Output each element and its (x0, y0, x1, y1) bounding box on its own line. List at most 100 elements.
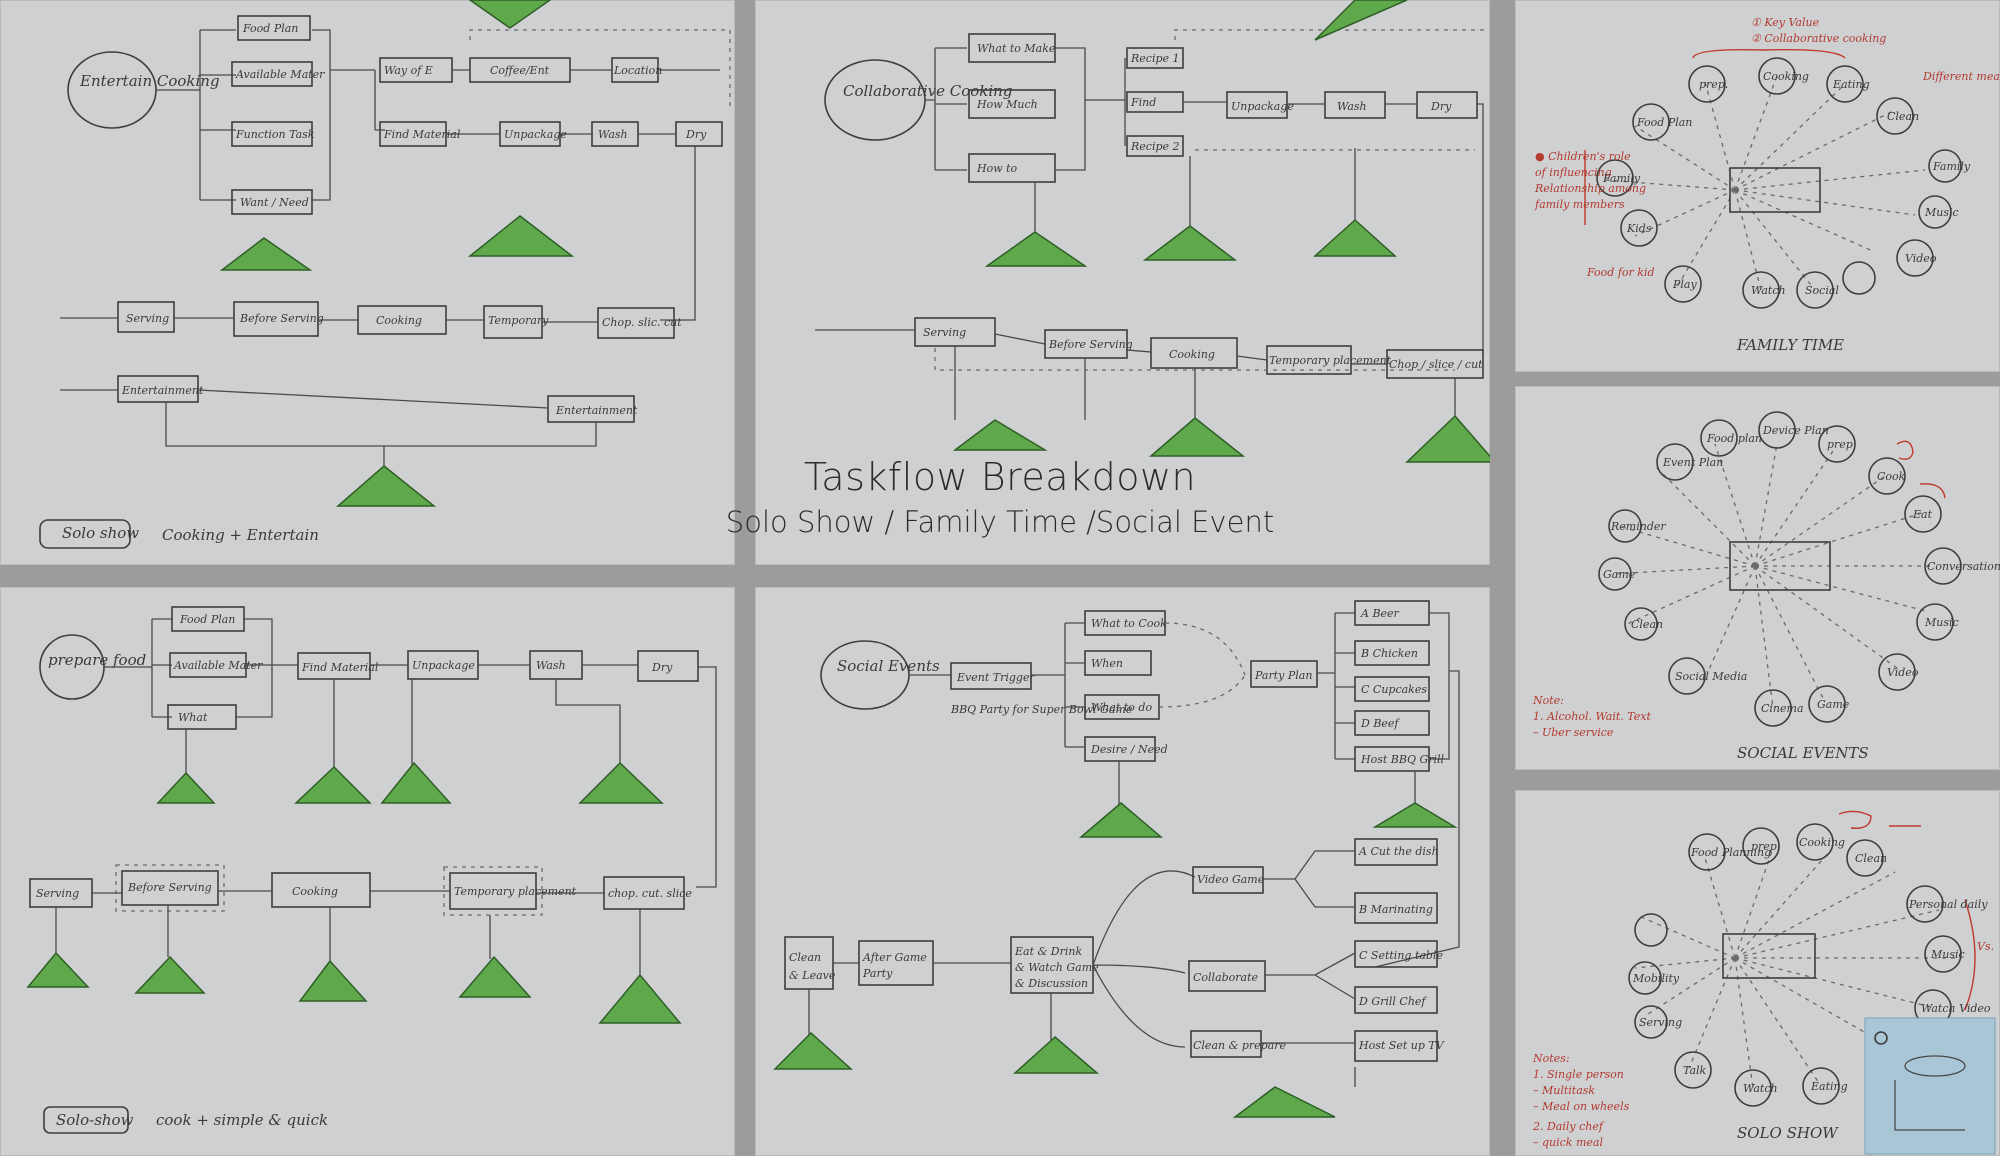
svg-text:Conversation: Conversation (1927, 560, 2000, 573)
svg-text:Serving: Serving (126, 312, 169, 325)
node-center: prepare food (48, 651, 146, 669)
svg-text:Talk: Talk (1683, 1064, 1707, 1077)
svg-text:Temporary: Temporary (488, 314, 549, 327)
footer-note: cook + simple & quick (156, 1111, 328, 1129)
svg-text:Cooking: Cooking (1169, 348, 1215, 361)
svg-text:Game: Game (1817, 698, 1850, 711)
svg-text:Watch: Watch (1743, 1082, 1778, 1095)
svg-text:Reminder: Reminder (1610, 520, 1666, 533)
svg-text:& Watch Game: & Watch Game (1015, 961, 1099, 974)
svg-text:Food for kid: Food for kid (1586, 266, 1655, 279)
svg-text:● Children's role: ● Children's role (1535, 150, 1631, 163)
svg-text:– quick meal: – quick meal (1533, 1136, 1603, 1149)
svg-text:Cooking: Cooking (376, 314, 422, 327)
svg-text:What to Cook: What to Cook (1091, 617, 1167, 630)
svg-text:prep.: prep. (1699, 78, 1728, 91)
svg-text:of influencing: of influencing (1535, 166, 1612, 179)
svg-text:Serving: Serving (1639, 1016, 1682, 1029)
sketch-family-time: ① Key Value ② Collaborative cooking ● Ch… (1534, 16, 2000, 354)
svg-text:Wash: Wash (1337, 100, 1367, 113)
svg-text:prep: prep (1751, 840, 1777, 853)
svg-text:Event Trigger: Event Trigger (956, 671, 1035, 684)
svg-text:Watch: Watch (1751, 284, 1786, 297)
panel-entertain-cooking: Entertain Cooking Solo show Cooking + En… (0, 0, 735, 565)
svg-text:D Grill Chef: D Grill Chef (1358, 995, 1427, 1008)
svg-text:Recipe 2: Recipe 2 (1130, 140, 1180, 153)
svg-text:chop. cut. slice: chop. cut. slice (608, 887, 692, 900)
svg-text:Cinema: Cinema (1761, 702, 1804, 715)
svg-text:Food Plan: Food Plan (242, 22, 298, 35)
svg-text:A Cut the dish: A Cut the dish (1358, 845, 1439, 858)
panel-collaborative-cooking: Collaborative Cooking What to Make How M… (755, 0, 1490, 565)
svg-text:Music: Music (1924, 616, 1959, 629)
svg-text:How to: How to (976, 162, 1018, 175)
svg-text:Cooking: Cooking (292, 885, 338, 898)
svg-text:Food plan: Food plan (1706, 432, 1762, 445)
svg-text:prep: prep (1827, 438, 1853, 451)
svg-text:Party: Party (862, 967, 893, 980)
svg-text:Collaborate: Collaborate (1193, 971, 1259, 984)
svg-text:After Game: After Game (862, 951, 927, 964)
event-note: BBQ Party for Super Bowl Game (950, 703, 1133, 716)
svg-text:Recipe 1: Recipe 1 (1130, 52, 1180, 65)
sketch-social: Social Events BBQ Party for Super Bowl G… (773, 600, 1460, 1118)
svg-text:Kids: Kids (1626, 222, 1652, 235)
svg-text:When: When (1091, 657, 1123, 670)
svg-text:Food Plan: Food Plan (179, 613, 235, 626)
svg-text:Cooking: Cooking (1763, 70, 1809, 83)
svg-text:D Beef: D Beef (1360, 717, 1400, 730)
svg-text:& Discussion: & Discussion (1015, 977, 1088, 990)
panel-label: SOCIAL EVENTS (1737, 744, 1869, 762)
svg-text:Find Material: Find Material (301, 661, 379, 674)
svg-text:① Key Value: ① Key Value (1751, 16, 1820, 29)
svg-text:family members: family members (1534, 198, 1625, 211)
svg-text:Find: Find (1130, 96, 1156, 109)
svg-text:Clean: Clean (1631, 618, 1663, 631)
svg-text:Cook: Cook (1877, 470, 1906, 483)
svg-text:Play: Play (1672, 278, 1697, 291)
node-center: Collaborative Cooking (843, 82, 1012, 100)
svg-text:Want / Need: Want / Need (240, 196, 309, 209)
svg-text:Clean & prepare: Clean & prepare (1193, 1039, 1287, 1052)
svg-text:What to Make: What to Make (977, 42, 1056, 55)
svg-text:Before Serving: Before Serving (127, 881, 212, 894)
svg-text:Game: Game (1603, 568, 1636, 581)
svg-text:Eating: Eating (1832, 78, 1870, 91)
svg-text:C Cupcakes: C Cupcakes (1361, 683, 1427, 696)
svg-text:Find Material: Find Material (383, 128, 461, 141)
svg-text:Clean: Clean (1855, 852, 1887, 865)
svg-text:Unpackage: Unpackage (412, 659, 475, 672)
svg-text:Before Serving: Before Serving (1048, 338, 1133, 351)
svg-text:Temporary placement: Temporary placement (454, 885, 577, 898)
panel-solo-show: Notes: 1. Single person – Multitask – Me… (1515, 790, 2000, 1156)
sketch-entertain: Entertain Cooking Solo show Cooking + En… (39, 0, 731, 549)
svg-text:Clean: Clean (789, 951, 821, 964)
svg-text:Personal daily: Personal daily (1908, 898, 1988, 911)
svg-text:Social Media: Social Media (1675, 670, 1747, 683)
svg-text:1. Single person: 1. Single person (1533, 1068, 1624, 1081)
svg-text:Different meal time: Different meal time (1922, 70, 2000, 83)
sketch-social-radial: Note: 1. Alcohol. Wait. Text – Uber serv… (1532, 411, 2000, 762)
svg-text:Unpackage: Unpackage (504, 128, 567, 141)
svg-text:Party Plan: Party Plan (1254, 669, 1312, 682)
svg-text:Eating: Eating (1810, 1080, 1848, 1093)
footer-badge: Solo show (62, 524, 139, 542)
svg-text:– Multitask: – Multitask (1533, 1084, 1595, 1097)
svg-text:Wash: Wash (536, 659, 566, 672)
svg-text:– Uber service: – Uber service (1533, 726, 1614, 739)
svg-text:Family: Family (1932, 160, 1971, 173)
svg-text:Music: Music (1924, 206, 1959, 219)
svg-text:Desire / Need: Desire / Need (1090, 743, 1168, 756)
node-center: Entertain Cooking (79, 72, 220, 90)
svg-text:Family: Family (1602, 172, 1641, 185)
svg-text:Location: Location (613, 64, 662, 77)
svg-text:② Collaborative cooking: ② Collaborative cooking (1751, 32, 1886, 45)
svg-text:What to do: What to do (1091, 701, 1152, 714)
sketch-solo-show: Notes: 1. Single person – Multitask – Me… (1532, 810, 1996, 1155)
svg-text:Cooking: Cooking (1799, 836, 1845, 849)
footer-badge: Solo-show (56, 1111, 134, 1129)
page-subtitle: Solo Show / Family Time /Social Event (725, 505, 1275, 539)
svg-text:Watch Video: Watch Video (1921, 1002, 1991, 1015)
sketch-collaborative: Collaborative Cooking What to Make How M… (815, 0, 1490, 463)
svg-text:Vs.: Vs. (1977, 940, 1994, 953)
